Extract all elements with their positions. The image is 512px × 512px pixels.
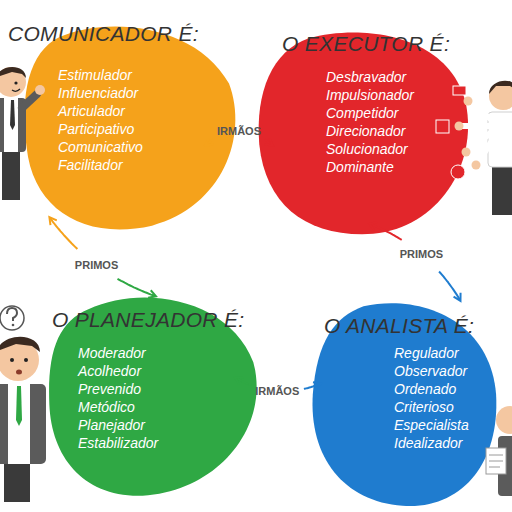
trait-list: Desbravador Impulsionador Competidor Dir… <box>326 68 414 176</box>
tie <box>10 100 15 130</box>
hand <box>472 161 481 170</box>
trait-blob: COMUNICADOR É: Estimulador Influenciador … <box>6 18 206 218</box>
paper-line <box>489 467 500 468</box>
arm <box>478 138 494 162</box>
eye <box>24 358 28 362</box>
thought-bubble <box>0 306 24 330</box>
hand <box>35 85 45 95</box>
arrow-half <box>50 218 77 249</box>
arrow-half <box>439 272 460 301</box>
question-symbol <box>7 308 17 321</box>
envelope-icon <box>453 86 466 95</box>
trait-blob: O ANALISTA É: Regulador Observador Ordena… <box>320 300 500 460</box>
man-figure <box>0 306 46 502</box>
arm <box>462 123 492 129</box>
relation-label: IRMÃOS <box>217 125 261 137</box>
clock-icon <box>451 165 465 179</box>
arrow-half <box>118 279 156 296</box>
mouth <box>16 370 22 375</box>
hand <box>464 97 473 106</box>
blob-fill <box>49 297 257 495</box>
jacket <box>0 384 46 464</box>
blob-heading: COMUNICADOR É: <box>8 22 199 46</box>
question-dot <box>12 324 15 327</box>
pants <box>2 150 20 200</box>
head <box>0 67 26 97</box>
blob-fill <box>313 303 497 506</box>
hair <box>0 67 26 80</box>
hand <box>462 148 471 157</box>
eye <box>14 81 17 84</box>
relation-label: IRMÃOS <box>255 385 299 397</box>
hair <box>0 337 40 356</box>
blob-fill <box>259 33 468 235</box>
pants <box>4 462 30 502</box>
tie <box>16 386 22 426</box>
paper-line <box>489 461 503 462</box>
blob-heading: O EXECUTOR É: <box>282 32 450 56</box>
blob-fill <box>25 26 236 229</box>
document-icon <box>436 120 449 133</box>
relation-arrow <box>50 218 155 296</box>
hair <box>489 81 512 94</box>
mouth <box>12 89 20 91</box>
blob-heading: O PLANEJADOR É: <box>52 308 244 332</box>
paper-line <box>489 455 503 456</box>
trait-blob: O PLANEJADOR É:Moderador Acolhedor Preve… <box>46 296 236 466</box>
trait-list: Estimulador Influenciador Articulador Pa… <box>58 66 143 174</box>
blob-heading: O ANALISTA É: <box>324 314 474 338</box>
head <box>496 406 512 434</box>
paper <box>486 448 506 474</box>
relation-label: PRIMOS <box>400 248 443 260</box>
eye <box>10 358 14 362</box>
shirt <box>4 98 18 152</box>
shirt <box>8 384 30 464</box>
arm <box>470 103 492 120</box>
pants <box>492 165 512 215</box>
relation-label: PRIMOS <box>75 259 118 271</box>
trait-list: Regulador Observador Ordenado Criterioso… <box>394 344 469 452</box>
hand <box>455 122 464 131</box>
relation-arrow <box>370 224 460 300</box>
trait-list: Moderador Acolhedor Prevenido Metódico P… <box>78 344 158 452</box>
trait-blob: O EXECUTOR É: Desbravador Impulsionador C… <box>272 24 462 224</box>
